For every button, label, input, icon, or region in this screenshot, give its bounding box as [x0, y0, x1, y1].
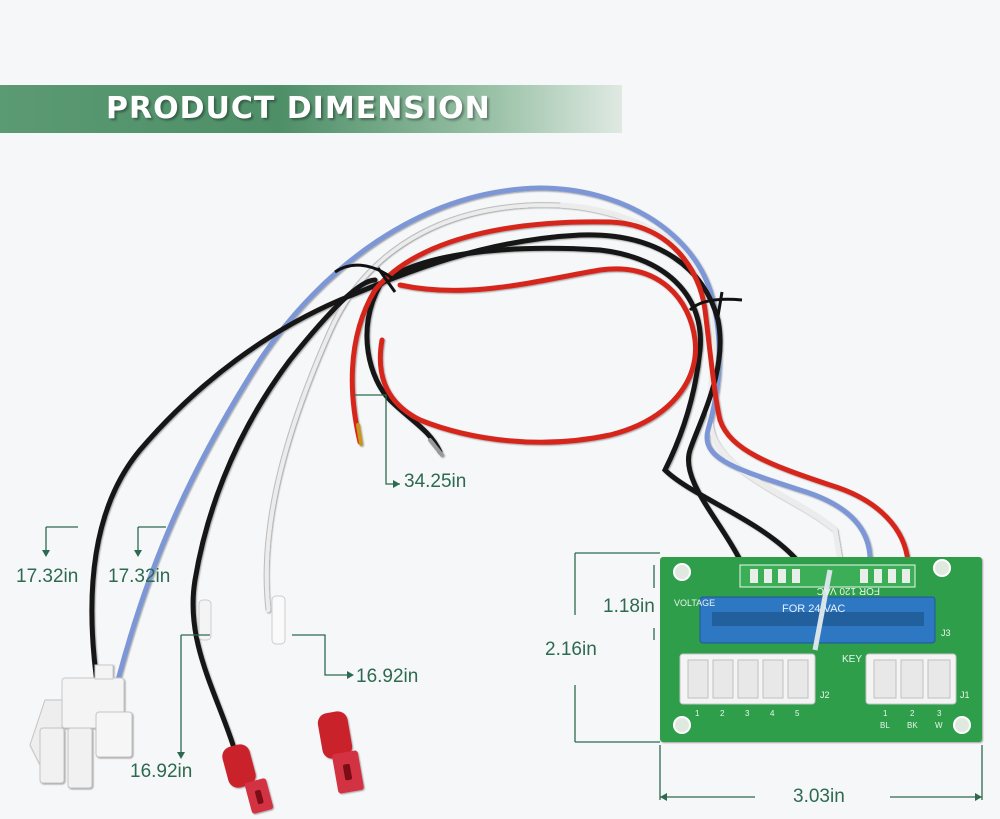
black-wire-connector: [89, 232, 743, 693]
black-wire-tip: [428, 438, 444, 457]
terminal-block-slot: [712, 612, 924, 626]
terminal-slot-1: [254, 789, 264, 805]
banner-title: PRODUCT DIMENSION: [106, 91, 491, 126]
j1-pin-2: 2: [910, 709, 915, 718]
test-pin: [812, 569, 833, 651]
j2-pin-1: 1: [695, 709, 700, 718]
connector-pin-housing-2: [67, 727, 93, 789]
white-sleeve-white-wire: [271, 595, 286, 645]
dim-board-offset-1: 1.18in: [603, 596, 655, 617]
j2-pin-sockets: [687, 659, 809, 699]
zip-tie-left: [334, 263, 397, 293]
dim-line-black-terminal: [180, 634, 210, 757]
spade-terminal-black: [222, 744, 274, 814]
dim-line-board-bottom: [574, 685, 660, 743]
label-for-24vac: FOR 24 VAC: [782, 603, 845, 615]
dim-line-black-wire: [45, 526, 78, 555]
dim-black-wire: 17.32in: [16, 566, 79, 587]
mount-hole-br: [953, 716, 971, 734]
board-labels: FOR 120 VAC FOR 24 VAC VOLTAGE KEY J3 J2…: [674, 585, 970, 730]
red-wire-board: [717, 417, 911, 565]
terminal-sleeve-1: [222, 744, 256, 788]
label-for-120vac: FOR 120 VAC: [817, 585, 880, 596]
black-wire-loose: [364, 245, 798, 561]
connector-latch: [94, 664, 114, 680]
j2-pin-3: 3: [745, 709, 750, 718]
white-wire-edge: [263, 202, 561, 611]
dim-blue-wire: 17.32in: [108, 566, 171, 587]
j2-pin-4: 4: [770, 709, 775, 718]
j1-pin-1: 1: [883, 709, 888, 718]
j1-pin-label-bl: BL: [880, 721, 890, 730]
wire-harness: [89, 185, 911, 748]
zip-tie-right: [688, 291, 743, 317]
dim-black-terminal: 16.92in: [130, 761, 193, 782]
j1-pin-label-w: W: [935, 721, 943, 730]
j1-pin-label-bk: BK: [907, 721, 918, 730]
terminal-sleeve-2: [317, 711, 353, 759]
header-pins: [750, 569, 910, 583]
dim-white-terminal: 16.92in: [356, 666, 419, 687]
label-voltage: VOLTAGE: [674, 598, 715, 608]
j2-pin-2: 2: [720, 709, 725, 718]
red-wire-loop: [377, 266, 699, 445]
title-banner: PRODUCT DIMENSION: [0, 85, 622, 133]
black-wire-terminal: [190, 277, 378, 748]
circuit-board: [660, 557, 982, 742]
red-wire-loose: [349, 219, 723, 445]
spade-terminal-white: [317, 711, 364, 794]
white-wire-loop: [263, 202, 843, 613]
label-j1: J1: [960, 690, 970, 700]
label-key: KEY: [842, 654, 862, 665]
dim-line-board-top: [574, 552, 660, 615]
label-j3: J3: [941, 628, 951, 638]
mount-hole-tr: [933, 559, 951, 577]
j2-pin-5: 5: [795, 709, 800, 718]
zip-ties: [334, 263, 743, 317]
connector-pin-housing-1: [39, 727, 65, 784]
dimension-lines: [42, 394, 983, 801]
j1-pin-3: 3: [937, 709, 942, 718]
j1-pin-sockets: [873, 659, 951, 699]
white-connector: [29, 664, 133, 789]
white-sleeve-black-wire: [198, 599, 212, 641]
red-wire-tip: [356, 423, 363, 446]
dim-board-width: 3.03in: [793, 786, 845, 807]
blue-wire-loop: [115, 185, 873, 683]
dim-board-offset-2: 2.16in: [545, 639, 597, 660]
dim-line-white-terminal: [292, 634, 352, 676]
mount-hole-bl: [673, 716, 691, 734]
mount-hole-tl: [673, 563, 691, 581]
dim-line-board-width: [659, 745, 983, 800]
terminal-slot-2: [342, 763, 353, 781]
label-j2: J2: [820, 690, 830, 700]
dim-loose-wires: 34.25in: [404, 471, 467, 492]
connector-pin-housing-3: [95, 711, 133, 758]
